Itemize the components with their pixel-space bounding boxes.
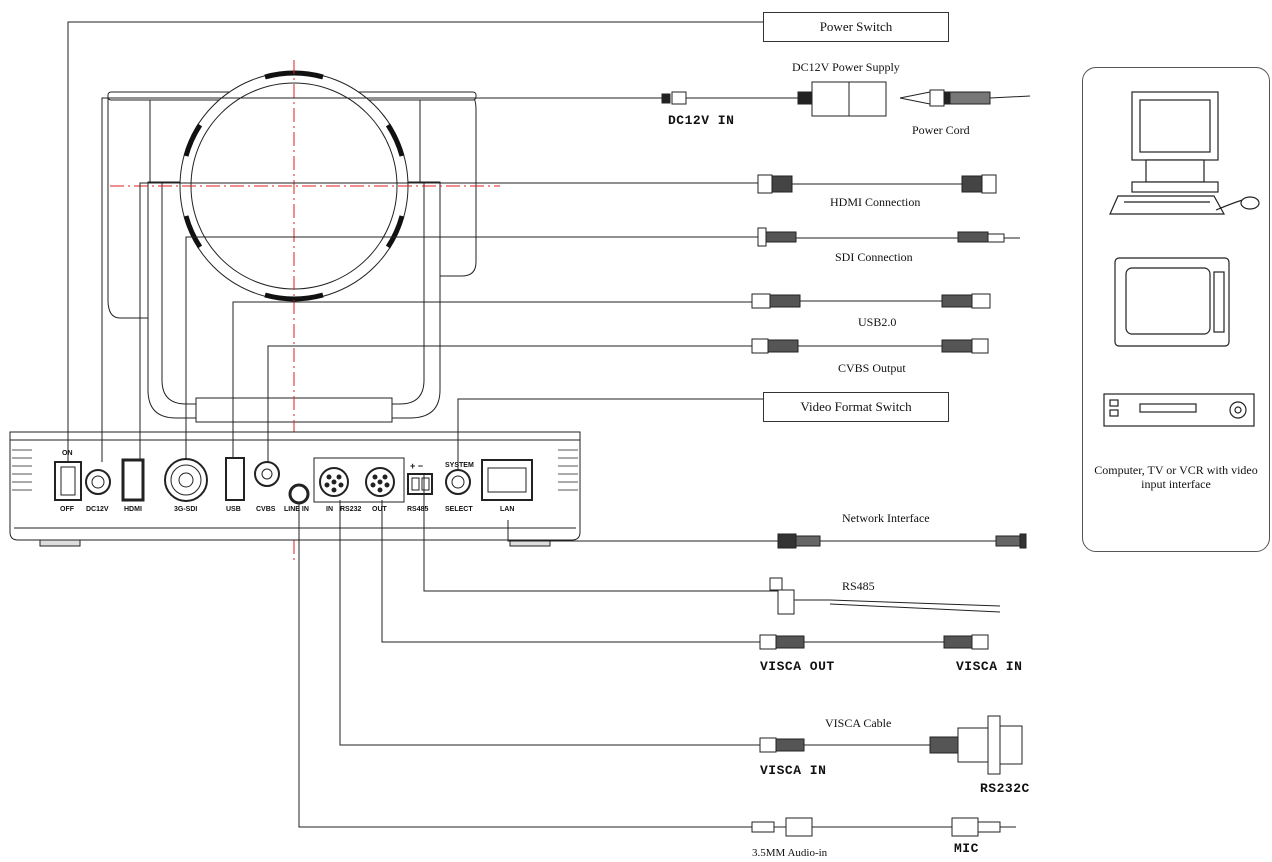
port-label-on: ON bbox=[62, 450, 73, 457]
line-power-switch bbox=[67, 21, 763, 462]
visca-out-port bbox=[365, 467, 395, 497]
line-visca-in bbox=[339, 500, 760, 746]
port-label-off: OFF bbox=[60, 506, 74, 513]
cvbs-port bbox=[254, 461, 280, 487]
power-switch-label: Power Switch bbox=[763, 12, 949, 42]
line-usb bbox=[232, 301, 758, 458]
port-label-plus-minus: + − bbox=[410, 461, 424, 471]
display-devices-panel bbox=[1082, 67, 1270, 552]
port-label-usb: USB bbox=[226, 506, 241, 513]
visca-in-port bbox=[319, 467, 349, 497]
devices-description: Computer, TV or VCR with video input int… bbox=[1094, 463, 1258, 491]
port-label-rs232: RS232 bbox=[340, 506, 362, 513]
port-label-select: SELECT bbox=[445, 506, 473, 513]
line-visca-out bbox=[381, 500, 760, 643]
rs485-port bbox=[407, 473, 433, 495]
port-label-line-in: LINE IN bbox=[284, 506, 309, 513]
dc12v-supply-label: DC12V Power Supply bbox=[792, 60, 900, 74]
cvbs-output-label: CVBS Output bbox=[838, 361, 906, 375]
audio-in-label: 3.5MM Audio-in bbox=[752, 847, 828, 859]
lan-port bbox=[481, 459, 533, 501]
mic-label: MIC bbox=[954, 841, 979, 856]
hdmi-connection-label: HDMI Connection bbox=[830, 195, 921, 209]
video-format-switch-label: Video Format Switch bbox=[763, 392, 949, 422]
dc12v-in-label: DC12V IN bbox=[668, 113, 735, 128]
line-hdmi bbox=[139, 182, 758, 460]
line-video-format bbox=[457, 398, 763, 470]
line-sdi bbox=[185, 236, 758, 460]
network-interface-label: Network Interface bbox=[842, 511, 930, 525]
port-label-hdmi: HDMI bbox=[124, 506, 142, 513]
visca-in-label-top: VISCA IN bbox=[956, 659, 1023, 674]
usb-label: USB2.0 bbox=[858, 315, 897, 329]
visca-cable-label: VISCA Cable bbox=[825, 716, 892, 730]
port-label-rs485: RS485 bbox=[407, 506, 429, 513]
port-label-in: IN bbox=[326, 506, 333, 513]
line-audio bbox=[298, 503, 760, 828]
visca-in-label-bottom: VISCA IN bbox=[760, 763, 827, 778]
power-cord-label: Power Cord bbox=[912, 123, 970, 137]
line-rs485 bbox=[423, 474, 778, 592]
line-dc12v bbox=[101, 97, 662, 462]
hdmi-port bbox=[121, 458, 145, 502]
port-label-lan: LAN bbox=[500, 506, 515, 513]
camera-arm-left bbox=[107, 95, 151, 319]
port-label-dc12v: DC12V bbox=[86, 506, 109, 513]
rs232c-label: RS232C bbox=[980, 781, 1030, 796]
port-label-cvbs: CVBS bbox=[256, 506, 276, 513]
sdi-connection-label: SDI Connection bbox=[835, 250, 913, 264]
visca-out-label: VISCA OUT bbox=[760, 659, 835, 674]
port-label-out: OUT bbox=[372, 506, 387, 513]
rs485-label: RS485 bbox=[842, 579, 875, 593]
line-network bbox=[507, 520, 778, 542]
line-cvbs bbox=[267, 345, 758, 462]
port-label-sdi: 3G-SDI bbox=[174, 506, 198, 513]
usb-port bbox=[225, 457, 245, 501]
port-label-system: SYSTEM bbox=[445, 462, 474, 469]
dc12v-port bbox=[85, 469, 111, 495]
